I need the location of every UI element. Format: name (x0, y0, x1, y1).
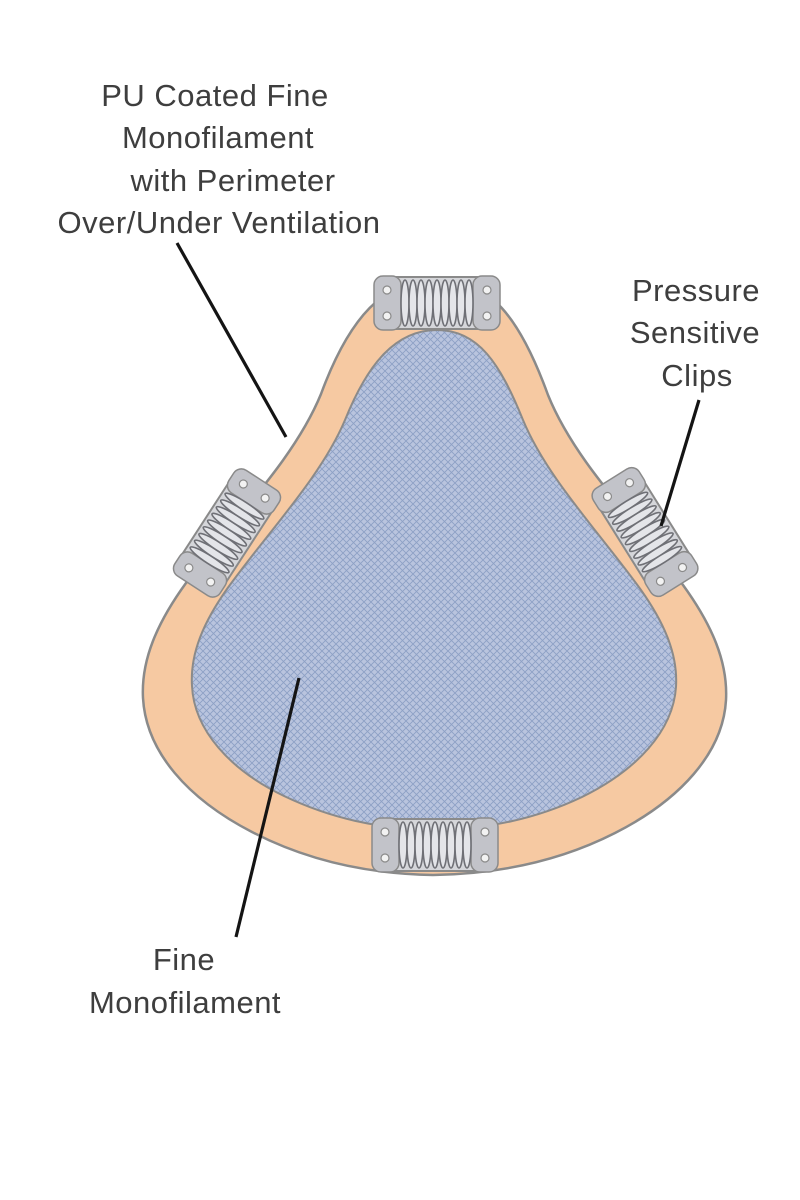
label-fine-monofilament-line-2: Monofilament (89, 985, 281, 1020)
monofilament-mesh (190, 328, 678, 832)
leader-line-pu-coated (175, 242, 288, 438)
pressure-clip-top (373, 275, 501, 331)
label-pu-coated-line-2: Monofilament (122, 120, 314, 155)
label-pu-coated-line-3: with Perimeter (129, 163, 335, 198)
label-pressure-clips-line-1: Pressure (632, 273, 760, 308)
leader-line-clips (659, 399, 701, 527)
leader-line-fine-monofilament (234, 677, 301, 938)
label-pressure-clips-line-2: Sensitive (630, 315, 760, 350)
label-fine-monofilament-line-1: Fine (153, 942, 215, 977)
label-pu-coated-line-1: PU Coated Fine (101, 78, 329, 113)
label-pressure-clips-line-3: Clips (661, 358, 732, 393)
label-pressure-clips: Pressure Sensitive Clips (630, 273, 760, 393)
pressure-clip-bottom (371, 817, 499, 873)
label-fine-monofilament: Fine Monofilament (89, 942, 281, 1020)
label-pu-coated-line-4: Over/Under Ventilation (58, 205, 381, 240)
label-pu-coated: PU Coated Fine Monofilament with Perimet… (58, 78, 381, 240)
